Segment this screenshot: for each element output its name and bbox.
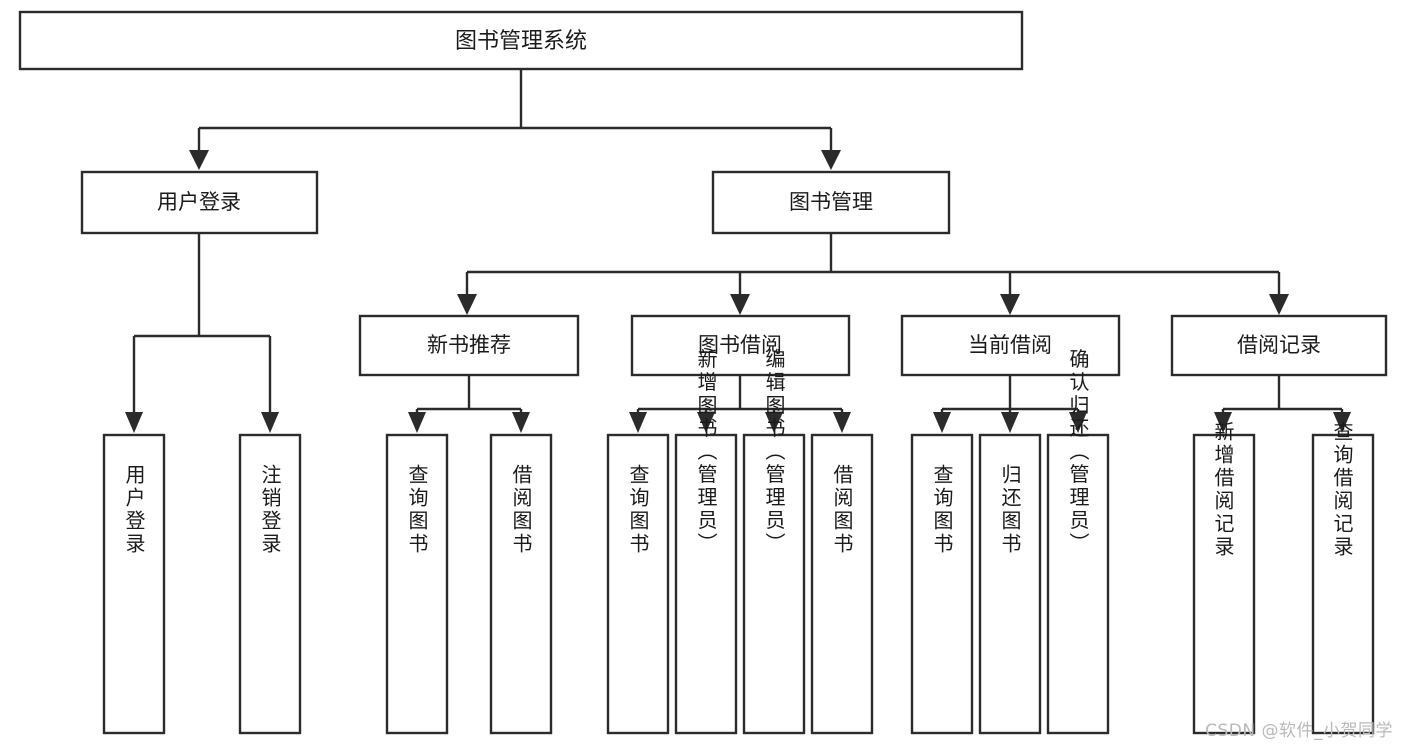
leaf-confirm-return-admin-label: 确认归还（管理员）: [1066, 348, 1090, 555]
arrow-head-leaf-query-borrow-record: [1333, 412, 1351, 433]
node-new-book-recommend-label: 新书推荐: [427, 333, 511, 357]
node-book-borrow-label: 图书借阅: [698, 333, 782, 357]
leaf-borrow-book-box[interactable]: [810, 433, 874, 735]
leaf-query-book-borrow-label: 查询图书: [626, 464, 650, 556]
leaf-user-login-box[interactable]: [102, 433, 166, 735]
arrow-head-leaf-edit-book-admin: [765, 412, 783, 433]
leaf-add-borrow-record-box[interactable]: [1192, 433, 1256, 735]
leaf-return-book-label: 归还图书: [998, 464, 1022, 556]
arrow-head-leaf-user-login: [125, 412, 143, 433]
node-borrow-record-label: 借阅记录: [1237, 333, 1321, 357]
leaf-borrow-book-recommend-box[interactable]: [489, 433, 553, 735]
leaf-edit-book-admin-box[interactable]: [742, 433, 806, 735]
leaf-return-book[interactable]: 归还图书: [978, 433, 1042, 735]
arrow-head-leaf-add-borrow-record: [1214, 412, 1232, 433]
node-root[interactable]: 图书管理系统: [18, 10, 1024, 71]
leaf-logout-box[interactable]: [238, 433, 302, 735]
arrow-head-new-book-recommend: [457, 294, 477, 315]
leaf-logout[interactable]: 注销登录: [238, 433, 302, 735]
arrow-head-leaf-return-book: [1001, 412, 1019, 433]
arrow-head-user-login: [189, 150, 209, 170]
arrow-head-leaf-query-book-borrow: [629, 412, 647, 433]
leaf-borrow-book[interactable]: 借阅图书: [810, 433, 874, 735]
leaf-query-book-recommend-box[interactable]: [385, 433, 449, 735]
arrow-head-leaf-query-book-recommend: [408, 412, 426, 433]
leaf-edit-book-admin[interactable]: 编辑图书（管理员）: [742, 348, 806, 735]
leaf-add-borrow-record-label: 新增借阅记录: [1211, 421, 1235, 559]
node-user-login-box[interactable]: [80, 170, 319, 235]
leaf-query-book-current[interactable]: 查询图书: [910, 433, 974, 735]
arrow-head-borrow-record: [1269, 294, 1289, 315]
node-current-borrow[interactable]: 当前借阅: [900, 314, 1121, 377]
node-book-borrow-box[interactable]: [630, 314, 851, 377]
leaf-confirm-return-admin-box[interactable]: [1046, 433, 1110, 735]
leaf-query-book-current-box[interactable]: [910, 433, 974, 735]
leaf-borrow-book-recommend[interactable]: 借阅图书: [489, 433, 553, 735]
connector-layer: [125, 69, 1351, 433]
node-root-label: 图书管理系统: [455, 29, 587, 54]
leaf-return-book-box[interactable]: [978, 433, 1042, 735]
leaf-confirm-return-admin[interactable]: 确认归还（管理员）: [1046, 348, 1110, 735]
arrow-head-leaf-borrow-book: [833, 412, 851, 433]
arrow-head-book-borrow: [730, 294, 750, 315]
leaf-query-borrow-record[interactable]: 查询借阅记录: [1311, 421, 1375, 735]
arrow-head-leaf-confirm-return-admin: [1069, 412, 1087, 433]
leaf-add-borrow-record[interactable]: 新增借阅记录: [1192, 421, 1256, 735]
node-book-management-box[interactable]: [711, 170, 951, 235]
node-borrow-record-box[interactable]: [1170, 314, 1388, 377]
node-book-borrow[interactable]: 图书借阅: [630, 314, 851, 377]
arrow-head-leaf-add-book-admin: [697, 412, 715, 433]
leaf-query-book-recommend-label: 查询图书: [405, 464, 429, 556]
node-new-book-recommend-box[interactable]: [358, 314, 580, 377]
leaf-query-book-current-label: 查询图书: [930, 464, 954, 556]
node-user-login-label: 用户登录: [157, 190, 241, 214]
leaf-user-login-label: 用户登录: [122, 464, 146, 556]
leaf-query-borrow-record-box[interactable]: [1311, 433, 1375, 735]
leaf-logout-label: 注销登录: [258, 464, 282, 556]
leaf-borrow-book-recommend-label: 借阅图书: [509, 464, 533, 556]
leaf-edit-book-admin-label: 编辑图书（管理员）: [762, 348, 786, 555]
node-new-book-recommend[interactable]: 新书推荐: [358, 314, 580, 377]
leaf-add-book-admin[interactable]: 新增图书（管理员）: [674, 348, 738, 735]
leaf-user-login[interactable]: 用户登录: [102, 433, 166, 735]
arrow-head-current-borrow: [1000, 294, 1020, 315]
leaf-query-borrow-record-label: 查询借阅记录: [1330, 421, 1354, 559]
node-user-login[interactable]: 用户登录: [80, 170, 319, 235]
node-book-management[interactable]: 图书管理: [711, 170, 951, 235]
node-borrow-record[interactable]: 借阅记录: [1170, 314, 1388, 377]
arrow-head-book-management: [821, 150, 841, 170]
leaf-add-book-admin-box[interactable]: [674, 433, 738, 735]
node-current-borrow-box[interactable]: [900, 314, 1121, 377]
arrow-head-leaf-logout: [261, 412, 279, 433]
arrow-head-leaf-borrow-book-recommend: [512, 412, 530, 433]
node-root-box[interactable]: [18, 10, 1024, 71]
leaf-query-book-borrow[interactable]: 查询图书: [606, 433, 670, 735]
leaf-borrow-book-label: 借阅图书: [830, 464, 854, 556]
leaf-add-book-admin-label: 新增图书（管理员）: [694, 348, 718, 555]
node-current-borrow-label: 当前借阅: [968, 333, 1052, 357]
arrow-head-leaf-query-book-current: [933, 412, 951, 433]
leaf-query-book-borrow-box[interactable]: [606, 433, 670, 735]
leaf-query-book-recommend[interactable]: 查询图书: [385, 433, 449, 735]
node-book-management-label: 图书管理: [789, 190, 873, 214]
